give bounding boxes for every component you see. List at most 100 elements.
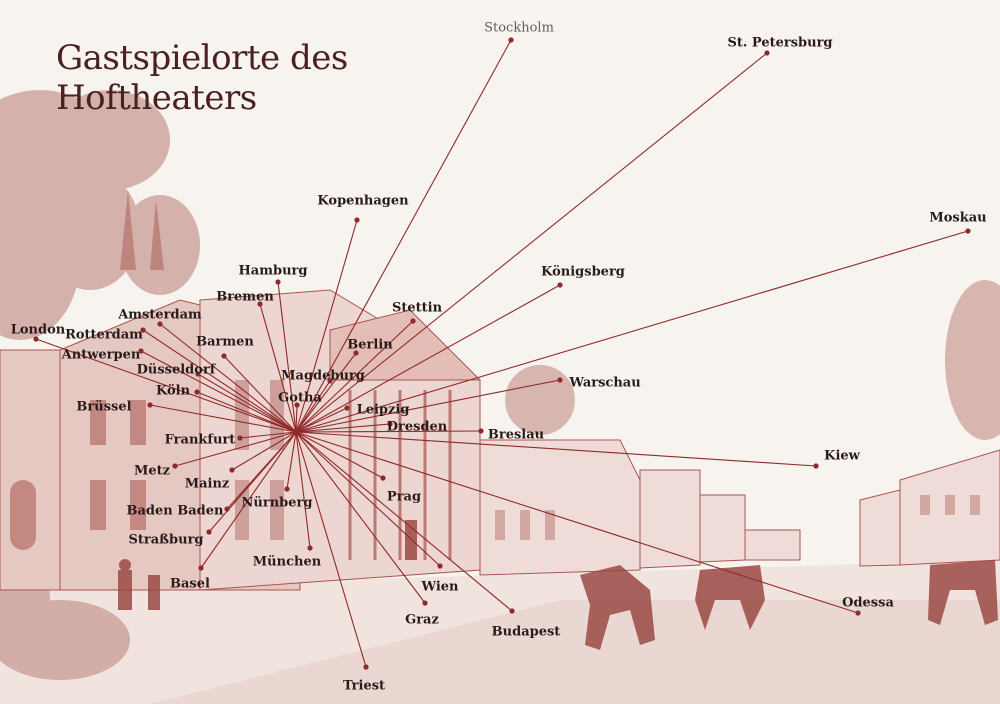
route-line-prag xyxy=(295,431,384,479)
route-line-basel xyxy=(200,431,297,569)
city-marker-warschau xyxy=(557,377,563,383)
city-label-basel: Basel xyxy=(170,577,210,592)
city-label-strassburg: Straßburg xyxy=(128,533,203,548)
route-line-bremen xyxy=(259,303,297,433)
city-marker-dresden xyxy=(387,421,393,427)
city-marker-wien xyxy=(437,563,443,569)
city-label-antwerpen: Antwerpen xyxy=(61,348,141,363)
city-label-koln: Köln xyxy=(156,384,191,399)
city-label-nurnberg: Nürnberg xyxy=(242,496,313,511)
city-label-konigsberg: Königsberg xyxy=(541,265,625,280)
city-marker-konigsberg xyxy=(557,282,563,288)
route-line-budapest xyxy=(295,431,513,612)
city-marker-graz xyxy=(422,600,428,606)
city-marker-frankfurt xyxy=(237,435,243,441)
route-line-konigsberg xyxy=(295,284,561,433)
route-line-kopenhagen xyxy=(295,219,358,433)
city-label-breslau: Breslau xyxy=(488,428,544,443)
route-line-warschau xyxy=(295,379,561,433)
route-line-antwerpen xyxy=(140,350,297,433)
city-marker-baden-baden xyxy=(224,506,230,512)
route-line-triest xyxy=(295,431,367,668)
city-marker-bremen xyxy=(257,301,263,307)
route-line-st-petersburg xyxy=(295,52,768,433)
route-line-frankfurt xyxy=(239,431,297,439)
city-label-st-petersburg: St. Petersburg xyxy=(727,36,832,51)
city-marker-st-petersburg xyxy=(764,50,770,56)
city-marker-odessa xyxy=(855,610,861,616)
city-marker-moskau xyxy=(965,228,971,234)
route-line-dusseldorf xyxy=(197,373,297,433)
city-label-amsterdam: Amsterdam xyxy=(117,308,202,323)
route-line-brussel xyxy=(149,404,297,433)
route-line-graz xyxy=(295,431,426,604)
city-label-brussel: Brüssel xyxy=(76,400,131,415)
city-marker-koln xyxy=(194,389,200,395)
city-label-odessa: Odessa xyxy=(842,596,894,611)
route-line-london xyxy=(35,338,297,433)
route-line-berlin xyxy=(295,352,357,433)
route-line-gotha xyxy=(295,404,298,433)
city-marker-antwerpen xyxy=(138,348,144,354)
city-marker-barmen xyxy=(221,353,227,359)
city-marker-berlin xyxy=(353,350,359,356)
route-line-mainz xyxy=(231,431,297,471)
route-line-nurnberg xyxy=(286,431,297,490)
city-label-stockholm: Stockholm xyxy=(484,21,554,36)
city-label-baden-baden: Baden Baden xyxy=(127,504,225,519)
route-line-breslau xyxy=(295,430,482,433)
city-marker-kopenhagen xyxy=(354,217,360,223)
title-line-1: Gastspielorte des xyxy=(56,38,348,78)
route-line-dresden xyxy=(295,423,391,433)
route-line-odessa xyxy=(295,431,859,614)
city-marker-breslau xyxy=(478,428,484,434)
route-line-moskau xyxy=(295,230,969,433)
city-label-triest: Triest xyxy=(343,679,385,694)
city-marker-mainz xyxy=(229,467,235,473)
city-marker-nurnberg xyxy=(284,486,290,492)
route-line-amsterdam xyxy=(159,323,297,433)
city-label-stettin: Stettin xyxy=(392,301,443,316)
city-label-barmen: Barmen xyxy=(196,335,254,350)
city-label-frankfurt: Frankfurt xyxy=(165,433,236,448)
city-label-gotha: Gotha xyxy=(278,391,322,406)
city-label-warschau: Warschau xyxy=(568,376,640,391)
city-marker-gotha xyxy=(294,402,300,408)
route-line-wien xyxy=(295,431,441,567)
city-label-mainz: Mainz xyxy=(185,477,230,492)
city-marker-amsterdam xyxy=(157,321,163,327)
page-title: Gastspielorte des Hoftheaters xyxy=(56,38,348,118)
city-label-dresden: Dresden xyxy=(387,420,448,435)
city-marker-prag xyxy=(380,475,386,481)
route-line-strassburg xyxy=(208,431,297,533)
city-label-graz: Graz xyxy=(405,613,439,628)
city-label-leipzig: Leipzig xyxy=(357,403,410,418)
city-marker-london xyxy=(33,336,39,342)
route-line-magdeburg xyxy=(295,380,331,433)
city-marker-triest xyxy=(363,664,369,670)
city-marker-dusseldorf xyxy=(195,371,201,377)
route-line-stockholm xyxy=(295,39,512,433)
city-label-rotterdam: Rotterdam xyxy=(65,328,143,343)
city-label-budapest: Budapest xyxy=(492,625,561,640)
city-marker-rotterdam xyxy=(140,327,146,333)
city-marker-metz xyxy=(172,463,178,469)
route-line-stettin xyxy=(295,320,414,433)
city-marker-strassburg xyxy=(206,529,212,535)
city-label-wien: Wien xyxy=(420,580,459,595)
city-marker-stockholm xyxy=(508,37,514,43)
city-label-berlin: Berlin xyxy=(347,338,393,353)
city-label-magdeburg: Magdeburg xyxy=(281,369,365,384)
city-label-prag: Prag xyxy=(387,490,421,505)
city-marker-leipzig xyxy=(344,405,350,411)
city-marker-hamburg xyxy=(275,279,281,285)
route-line-leipzig xyxy=(295,407,348,433)
city-label-kopenhagen: Kopenhagen xyxy=(317,194,409,209)
city-marker-magdeburg xyxy=(327,378,333,384)
route-line-hamburg xyxy=(277,281,297,433)
city-marker-stettin xyxy=(410,318,416,324)
city-label-metz: Metz xyxy=(134,464,170,479)
route-line-kiew xyxy=(295,431,817,467)
